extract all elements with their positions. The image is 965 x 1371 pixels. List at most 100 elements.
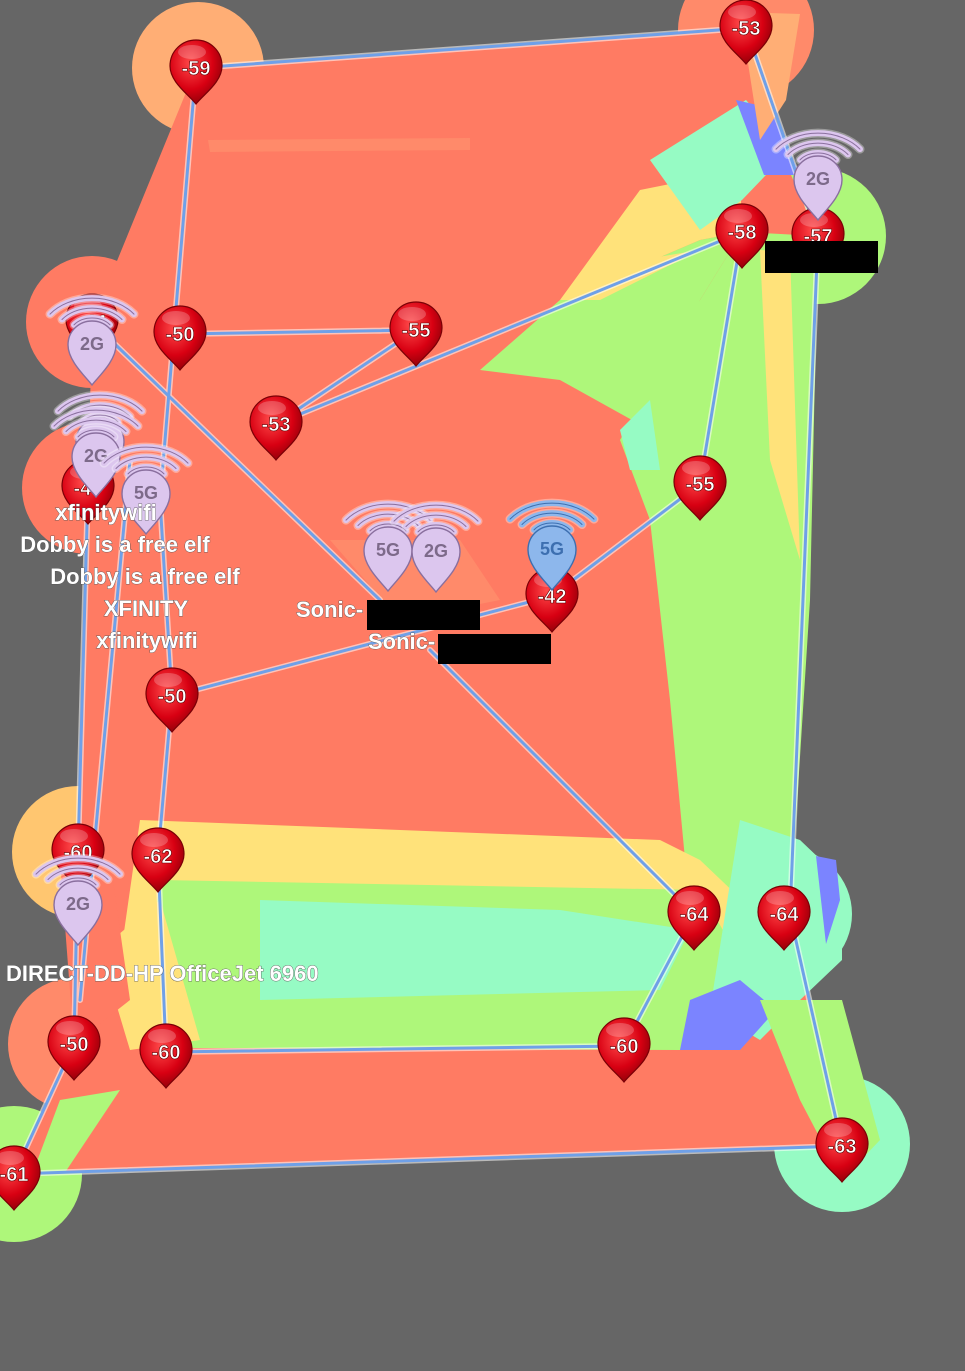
access-point-marker[interactable]: 2G	[31, 853, 125, 947]
measurement-pin[interactable]: -64	[667, 885, 721, 951]
measurement-pin[interactable]: -62	[131, 827, 185, 893]
pin-value: -64	[680, 904, 710, 926]
pin-marker-icon	[47, 1015, 101, 1081]
pin-marker-icon	[0, 1145, 41, 1211]
access-point-marker[interactable]: 2G	[49, 405, 143, 499]
pin-value: -64	[770, 904, 800, 926]
measurement-pin[interactable]: -53	[249, 395, 303, 461]
access-point-marker[interactable]: 2G	[45, 293, 139, 387]
pin-highlight	[178, 45, 206, 59]
access-point-pin-icon	[793, 155, 843, 222]
access-point-markers: 2G2G2G5G5G2G5G2G2G	[31, 128, 865, 947]
access-point-marker[interactable]: 5G	[99, 442, 193, 536]
measurement-pin[interactable]: -63	[815, 1117, 869, 1183]
coverage-region	[100, 900, 200, 1050]
access-point-band: 5G	[134, 483, 158, 503]
access-point-band: 2G	[80, 334, 104, 354]
pin-value: -42	[538, 586, 567, 608]
measurement-pin[interactable]: -60	[597, 1017, 651, 1083]
pin-value: -61	[0, 1164, 28, 1186]
wifi-waves-icon	[771, 128, 865, 165]
measurement-pin[interactable]: -64	[757, 885, 811, 951]
pin-highlight	[766, 891, 794, 905]
wifi-waves-icon	[49, 405, 143, 442]
pin-highlight	[56, 1021, 84, 1035]
pin-highlight	[824, 1123, 852, 1137]
measurement-pin[interactable]: -61	[0, 1145, 41, 1211]
pin-value: -53	[732, 18, 761, 40]
wifi-waves-icon	[389, 500, 483, 537]
pin-marker-icon	[389, 301, 443, 367]
measurement-pin[interactable]: -53	[719, 0, 773, 65]
wifi-waves-icon	[505, 498, 599, 535]
pin-marker-icon	[131, 827, 185, 893]
pin-marker-icon	[597, 1017, 651, 1083]
pin-value: -55	[402, 320, 431, 342]
access-point-pin-icon	[53, 880, 103, 947]
coverage-region	[736, 100, 800, 175]
pin-marker-icon	[715, 203, 769, 269]
pin-marker-icon	[815, 1117, 869, 1183]
wifi-waves-icon	[31, 853, 125, 890]
pin-highlight	[154, 673, 182, 687]
access-point-pin-icon	[527, 525, 577, 592]
pin-marker-icon	[719, 0, 773, 65]
network-name-label: xfinitywifi	[55, 500, 156, 525]
access-point-marker[interactable]: 5G	[505, 498, 599, 592]
pin-value: -60	[152, 1042, 181, 1064]
access-point-band: 2G	[66, 894, 90, 914]
coverage-region	[680, 980, 776, 1050]
pin-highlight	[398, 307, 426, 321]
network-name-label: Sonic-	[368, 629, 435, 654]
pin-highlight	[682, 461, 710, 475]
access-point-pin-icon	[121, 469, 171, 536]
measurement-pin[interactable]: -50	[153, 305, 207, 371]
pin-highlight	[140, 833, 168, 847]
pin-marker-icon	[667, 885, 721, 951]
redaction-bar	[438, 634, 551, 664]
network-name-label: Dobby is a free elf	[20, 532, 210, 557]
coverage-region	[480, 232, 742, 430]
coverage-region	[208, 138, 470, 152]
pin-highlight	[258, 401, 286, 415]
pin-value: -53	[262, 414, 291, 436]
access-point-band: 2G	[806, 169, 830, 189]
pin-highlight	[728, 5, 756, 19]
coverage-region	[760, 250, 800, 560]
access-point-band: 2G	[424, 541, 448, 561]
measurement-pin[interactable]: -59	[169, 39, 223, 105]
path-segment	[12, 26, 844, 1176]
pin-marker-icon	[139, 1023, 193, 1089]
access-point-pin-icon	[411, 527, 461, 594]
measurement-pin[interactable]: -58	[715, 203, 769, 269]
pin-highlight	[724, 209, 752, 223]
access-point-band: 5G	[376, 540, 400, 560]
access-point-pin-icon	[363, 526, 413, 593]
redactions	[367, 241, 878, 664]
measurement-pin[interactable]: -50	[47, 1015, 101, 1081]
pin-marker-icon	[169, 39, 223, 105]
network-name-label: Sonic-	[296, 597, 363, 622]
network-name-label: Dobby is a free elf	[50, 564, 240, 589]
access-point-marker[interactable]: 2G	[771, 128, 865, 222]
measurement-pin[interactable]: -50	[145, 667, 199, 733]
redaction-bar	[765, 241, 878, 273]
pin-value: -62	[144, 846, 173, 868]
measurement-pin[interactable]: -60	[139, 1023, 193, 1089]
pin-marker-icon	[757, 885, 811, 951]
redaction-bar	[367, 600, 480, 630]
wifi-waves-icon	[45, 293, 139, 330]
measurement-pin[interactable]: -55	[389, 301, 443, 367]
pin-marker-icon	[145, 667, 199, 733]
pin-value: -50	[158, 686, 187, 708]
access-point-marker[interactable]: 2G	[389, 500, 483, 594]
access-point-band: 5G	[540, 539, 564, 559]
network-name-label: xfinitywifi	[96, 628, 197, 653]
measurement-pin[interactable]: -55	[673, 455, 727, 521]
path-segment	[90, 320, 382, 602]
pin-highlight	[676, 891, 704, 905]
pin-value: -55	[686, 474, 715, 496]
pin-highlight	[60, 829, 88, 843]
